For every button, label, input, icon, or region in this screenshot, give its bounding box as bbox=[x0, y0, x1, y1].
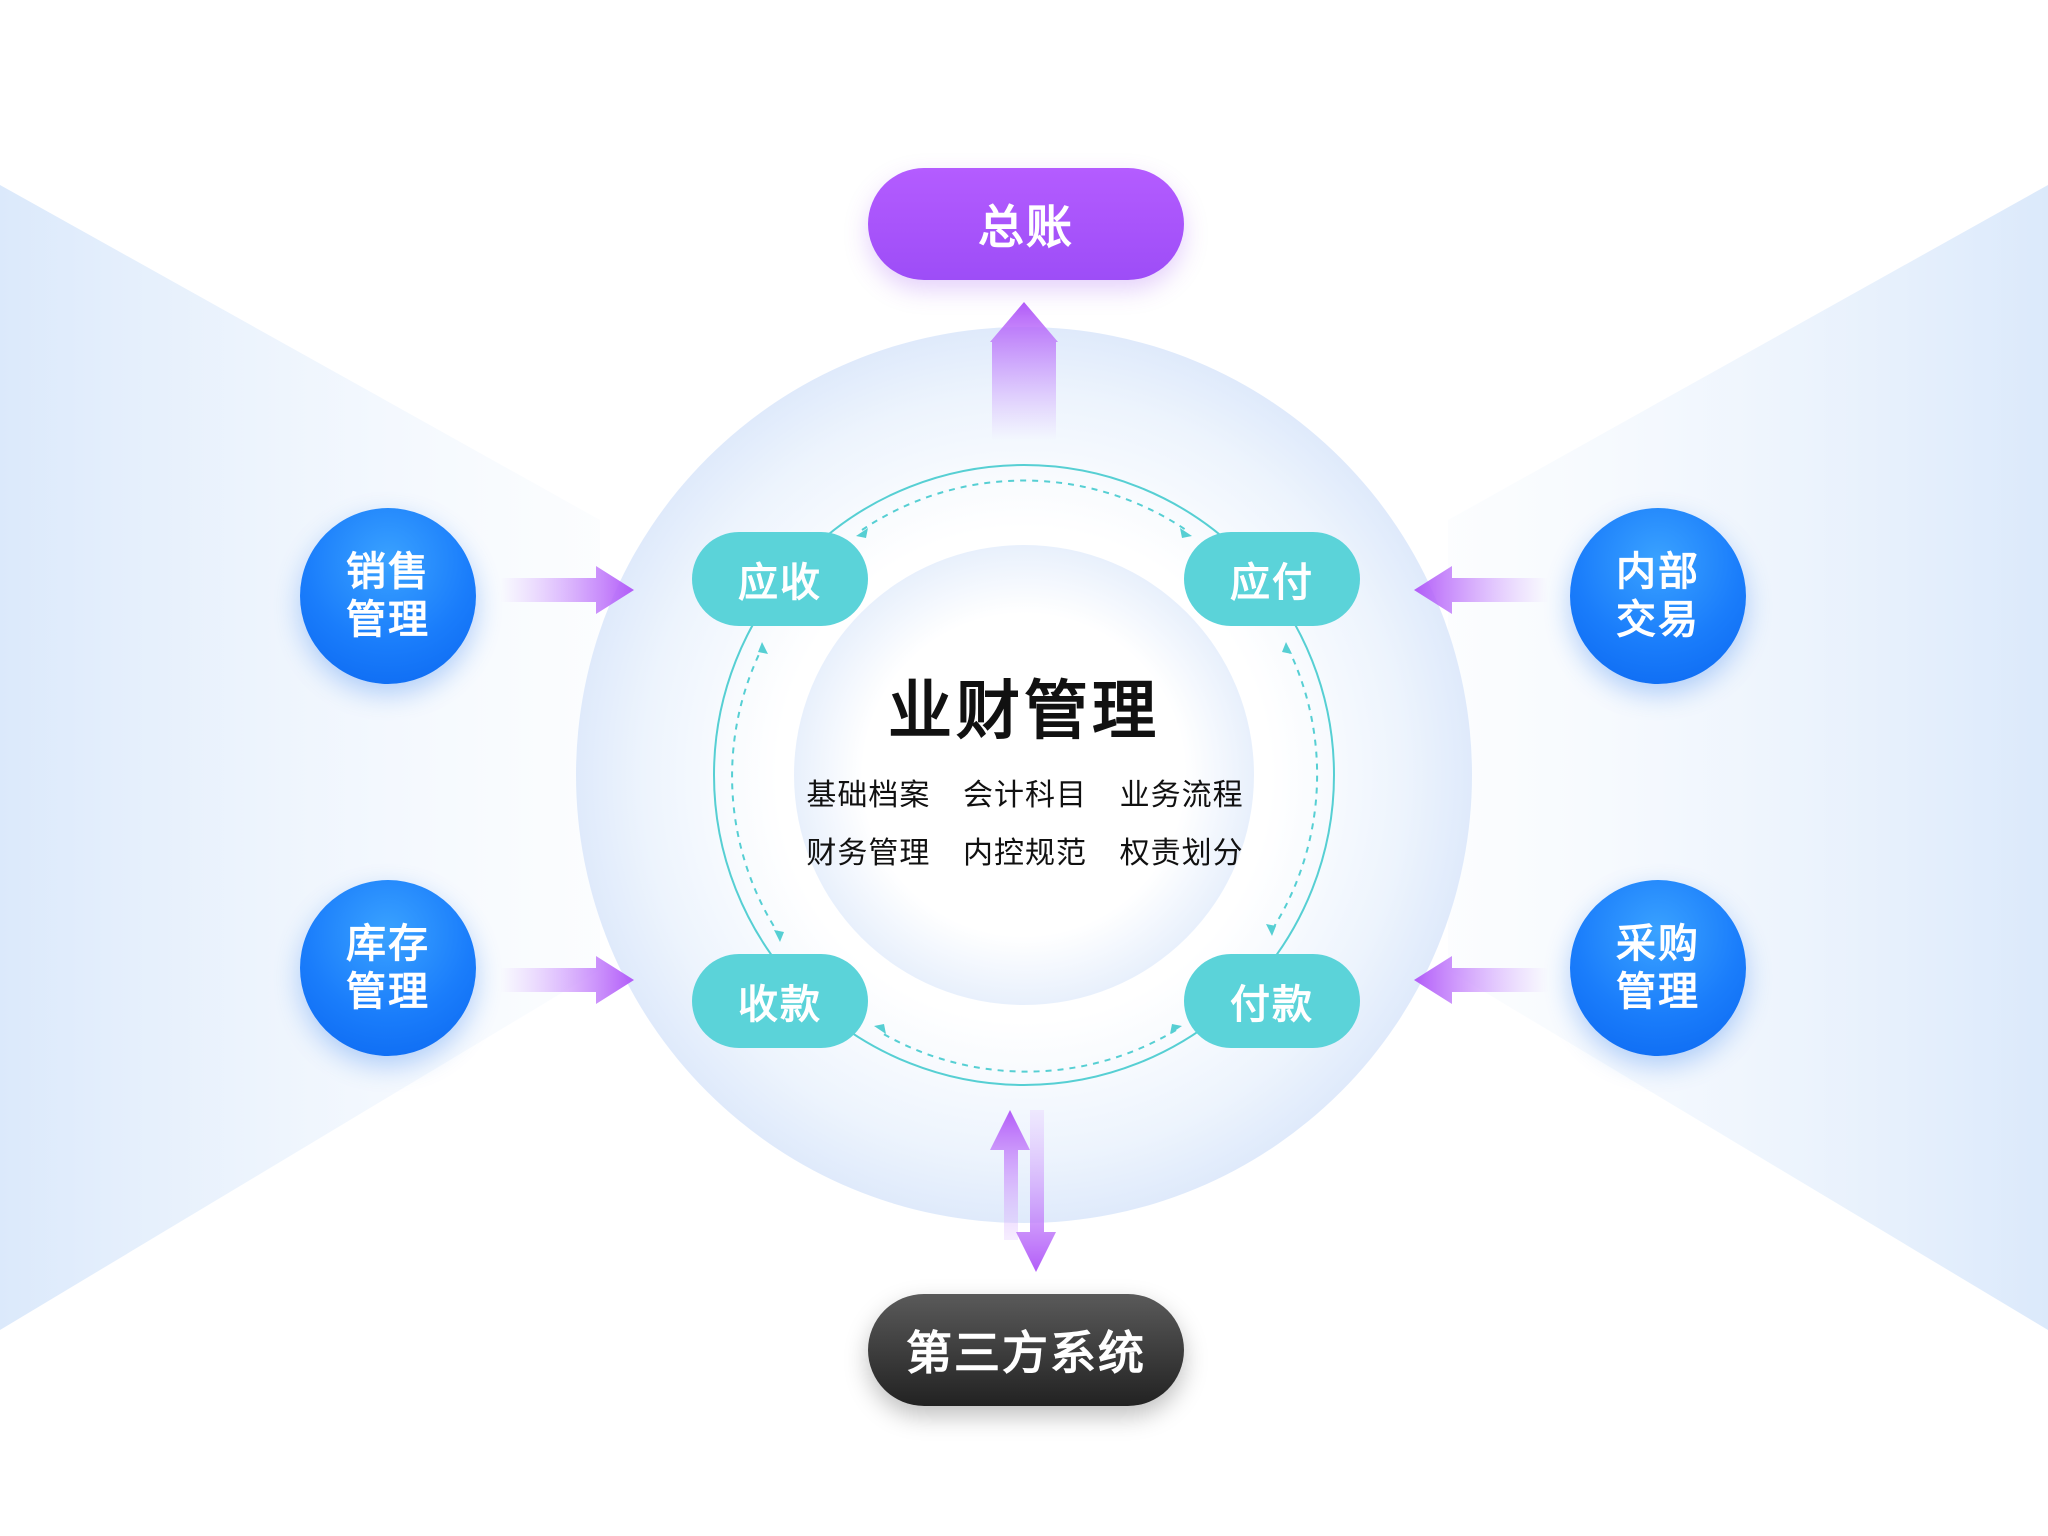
center-item: 内控规范 bbox=[962, 836, 1087, 871]
node-line: 管理 bbox=[1616, 969, 1700, 1015]
left-beam bbox=[0, 185, 600, 1330]
center-item: 会计科目 bbox=[962, 778, 1087, 813]
collection-node: 收款 bbox=[692, 954, 868, 1048]
arrow-inventory-right bbox=[500, 956, 634, 1004]
arrow-purchase-left bbox=[1414, 956, 1548, 1004]
inner-circle bbox=[794, 545, 1254, 1005]
node-line: 交易 bbox=[1616, 597, 1700, 643]
center-title: 业财管理 bbox=[888, 675, 1160, 749]
inventory-management-node: 库存 管理 bbox=[300, 880, 476, 1056]
arc-bottom bbox=[879, 1029, 1177, 1073]
arc-bottom-arrow-left bbox=[874, 1024, 886, 1034]
arc-right bbox=[1271, 647, 1319, 931]
arc-top-arrow-left bbox=[856, 528, 868, 538]
cycle-ring bbox=[713, 464, 1335, 1086]
arrow-up-to-ledger bbox=[990, 302, 1058, 440]
center-item: 业务流程 bbox=[1119, 778, 1244, 813]
sales-management-node: 销售 管理 bbox=[300, 508, 476, 684]
arc-right-arrow-bottom bbox=[1266, 924, 1276, 936]
node-line: 管理 bbox=[346, 597, 430, 643]
third-party-node: 第三方系统 bbox=[868, 1294, 1184, 1406]
payment-node: 付款 bbox=[1184, 954, 1360, 1048]
arc-bottom-arrow-right bbox=[1170, 1024, 1182, 1034]
arrow-internal-left bbox=[1414, 566, 1548, 614]
node-line: 库存 bbox=[346, 921, 430, 967]
node-line: 内部 bbox=[1616, 549, 1700, 595]
arc-top bbox=[861, 479, 1187, 531]
arrow-down-to-third-party bbox=[1016, 1110, 1056, 1272]
internal-trade-node: 内部 交易 bbox=[1570, 508, 1746, 684]
ledger-node: 总账 bbox=[868, 168, 1184, 280]
node-line: 销售 bbox=[346, 549, 430, 595]
center-items: 基础档案 会计科目 业务流程 财务管理 内控规范 权责划分 bbox=[790, 770, 1260, 872]
arc-right-arrow-top bbox=[1282, 642, 1292, 654]
arc-top-arrow-right bbox=[1180, 528, 1192, 538]
right-beam bbox=[1448, 185, 2048, 1330]
node-line: 采购 bbox=[1616, 921, 1700, 967]
center-item: 财务管理 bbox=[806, 836, 931, 871]
arrow-up-from-third-party bbox=[990, 1110, 1030, 1240]
center-item: 基础档案 bbox=[806, 778, 931, 813]
arc-left-arrow-bottom bbox=[774, 930, 784, 942]
receivable-node: 应收 bbox=[692, 532, 868, 626]
arc-left-arrow-top bbox=[758, 642, 768, 654]
arc-left bbox=[731, 647, 781, 937]
purchase-management-node: 采购 管理 bbox=[1570, 880, 1746, 1056]
payable-node: 应付 bbox=[1184, 532, 1360, 626]
center-item: 权责划分 bbox=[1119, 836, 1244, 871]
node-line: 管理 bbox=[346, 969, 430, 1015]
arrow-sales-right bbox=[500, 566, 634, 614]
